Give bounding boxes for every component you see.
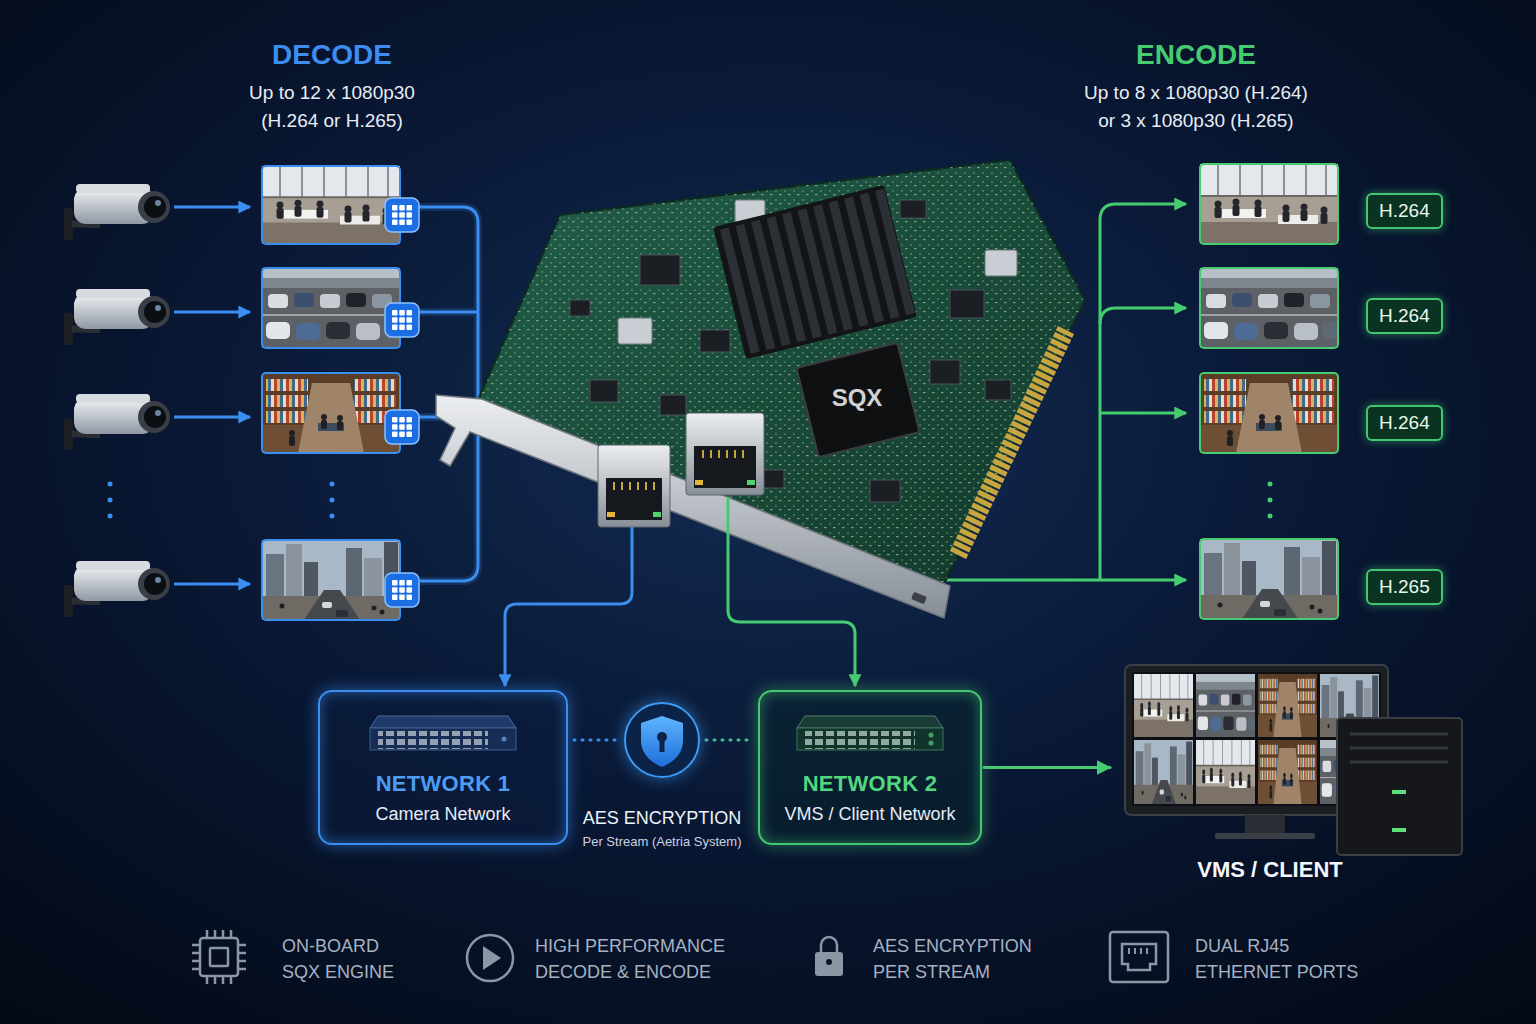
- section-heading-box: ENCODE: [1046, 38, 1346, 72]
- client-station: VMS / CLIENT: [1112, 662, 1467, 890]
- encode-thumbnails: [1200, 164, 1338, 619]
- feature-icons: [192, 930, 1168, 984]
- feature-text-box: DUAL RJ45 ETHERNET PORTS: [1195, 933, 1377, 985]
- section-subtitle: Up to 8 x 1080p30 (H.264) or 3 x 1080p30…: [1078, 79, 1314, 135]
- shield-icon: [626, 704, 698, 776]
- codec-badge: H.264: [1366, 405, 1443, 441]
- vms-workstation: [1125, 665, 1462, 855]
- encryption-circle: AES ENCRYPTIONPer Stream (Aetria System): [624, 702, 700, 778]
- node-body: Per Stream (Aetria System): [542, 833, 782, 851]
- dotted-link: [706, 739, 752, 742]
- codec-badge: H.264: [1366, 193, 1443, 229]
- codec-badge: H.265: [1366, 569, 1443, 605]
- flow-arrow: [984, 766, 1110, 769]
- section-heading: DECODE: [182, 38, 482, 72]
- node-heading: NETWORK 2: [803, 770, 938, 798]
- dotted-link: [574, 739, 618, 742]
- network-box: NETWORK 1 Camera Network: [318, 690, 568, 845]
- cameras: [64, 184, 170, 617]
- node-heading: NETWORK 1: [376, 770, 511, 798]
- section-heading: ENCODE: [1046, 38, 1346, 72]
- feature-text-box: ON-BOARD SQX ENGINE: [282, 933, 417, 985]
- chip-marking: SQX: [817, 383, 897, 413]
- port-wires: [505, 497, 855, 686]
- feature-text-box: AES ENCRYPTION PER STREAM: [873, 933, 1051, 985]
- encode-dots: [1268, 482, 1273, 519]
- chip-marking-box: SQX: [817, 383, 897, 413]
- node-heading: H.264: [1379, 304, 1430, 328]
- camera-arrows: [174, 207, 250, 584]
- more-dots: [108, 482, 335, 519]
- node-body: Camera Network: [375, 802, 510, 826]
- section-heading-box: DECODE: [182, 38, 482, 72]
- network-box: NETWORK 2 VMS / Client Network: [758, 690, 982, 845]
- node-heading: VMS / CLIENT: [1112, 856, 1428, 884]
- feature-text-box: HIGH PERFORMANCE DECODE & ENCODE: [535, 933, 740, 985]
- section-subtitle-box: Up to 12 x 1080p30 (H.264 or H.265): [232, 79, 432, 135]
- codec-badge: H.264: [1366, 298, 1443, 334]
- pcie-card: [436, 160, 1085, 618]
- section-subtitle-box: Up to 8 x 1080p30 (H.264) or 3 x 1080p30…: [1078, 79, 1314, 135]
- decode-thumbnails: [262, 166, 419, 620]
- node-heading: H.264: [1379, 199, 1430, 223]
- node-heading: AES ENCRYPTION: [542, 807, 782, 829]
- section-subtitle: Up to 12 x 1080p30 (H.264 or H.265): [232, 79, 432, 135]
- feature-text: HIGH PERFORMANCE DECODE & ENCODE: [535, 933, 740, 985]
- node-body: VMS / Client Network: [784, 802, 955, 826]
- feature-text: DUAL RJ45 ETHERNET PORTS: [1195, 933, 1377, 985]
- feature-text: ON-BOARD SQX ENGINE: [282, 933, 417, 985]
- node-heading: H.265: [1379, 575, 1430, 599]
- node-heading: H.264: [1379, 411, 1430, 435]
- feature-text: AES ENCRYPTION PER STREAM: [873, 933, 1051, 985]
